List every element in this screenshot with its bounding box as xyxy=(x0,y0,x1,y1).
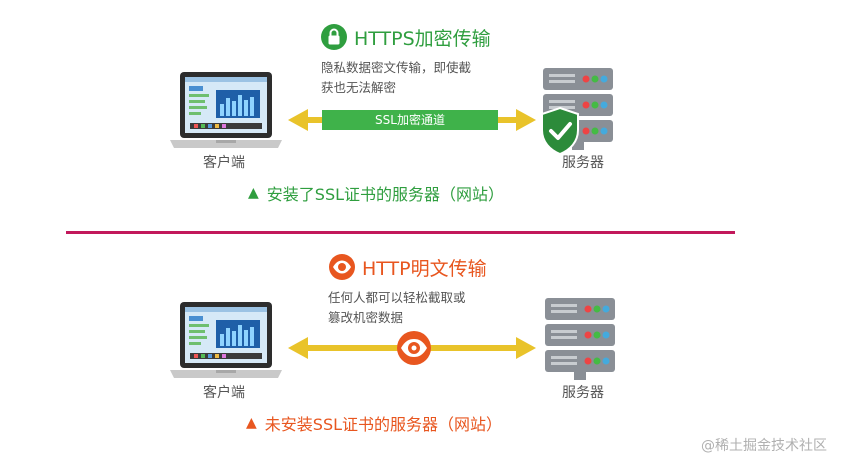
laptop-icon xyxy=(170,302,282,378)
triangle-icon: ▲ xyxy=(248,185,259,201)
lock-icon xyxy=(321,24,347,50)
shield-check-icon xyxy=(541,106,579,156)
laptop-icon xyxy=(170,72,282,148)
http-server-label: 服务器 xyxy=(562,385,604,401)
http-description-line: 篡改机密数据 xyxy=(328,310,404,325)
http-description: 任何人都可以轻松截取或 篡改机密数据 xyxy=(328,288,558,328)
eye-icon xyxy=(329,254,355,280)
http-note-text: 未安装SSL证书的服务器（网站） xyxy=(264,415,503,434)
https-note: ▲ 安装了SSL证书的服务器（网站） xyxy=(248,181,504,205)
http-title-group: HTTP明文传输 xyxy=(328,252,487,282)
triangle-icon: ▲ xyxy=(246,415,257,431)
https-description-line: 获也无法解密 xyxy=(321,80,397,95)
https-server-label: 服务器 xyxy=(562,155,604,171)
ssl-channel-bar xyxy=(322,110,498,130)
https-title: HTTPS加密传输 xyxy=(354,27,491,50)
https-title-group: HTTPS加密传输 xyxy=(320,22,491,52)
eye-icon xyxy=(397,331,431,365)
https-double-arrow xyxy=(288,109,536,131)
https-client-label: 客户端 xyxy=(203,155,245,171)
ssl-channel-label: SSL加密通道 xyxy=(375,113,445,127)
https-description: 隐私数据密文传输，即使截 获也无法解密 xyxy=(321,58,551,98)
watermark: @稀土掘金技术社区 xyxy=(701,438,827,454)
http-description-line: 任何人都可以轻松截取或 xyxy=(328,290,466,305)
http-note: ▲ 未安装SSL证书的服务器（网站） xyxy=(246,411,502,435)
https-description-line: 隐私数据密文传输，即使截 xyxy=(321,60,472,75)
server-icon xyxy=(545,298,615,380)
section-divider xyxy=(66,231,735,234)
https-note-text: 安装了SSL证书的服务器（网站） xyxy=(266,185,505,204)
http-client-label: 客户端 xyxy=(203,385,245,401)
http-title: HTTP明文传输 xyxy=(362,257,487,280)
